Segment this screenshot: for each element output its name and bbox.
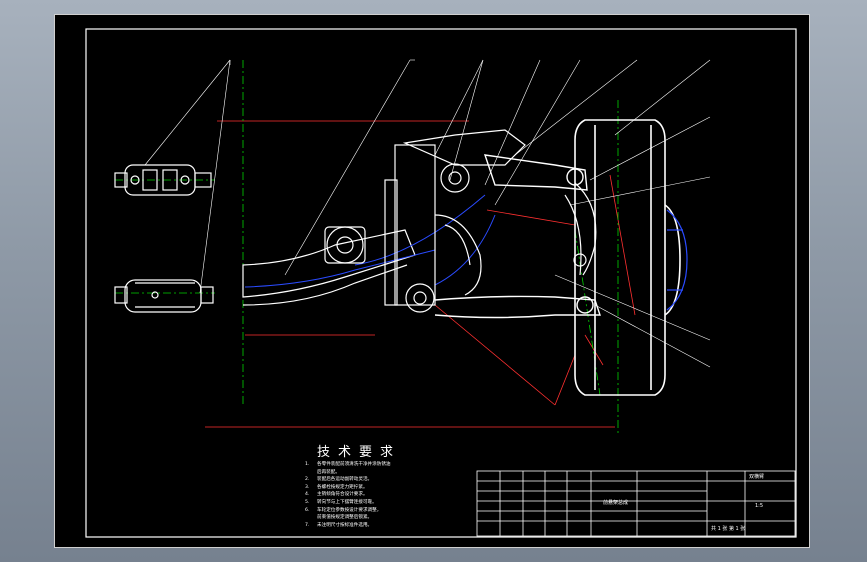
scale-value: 1:5	[755, 503, 764, 509]
drawing-title: 前悬架总成	[603, 500, 629, 506]
wheel	[574, 119, 681, 396]
frame-arm	[242, 229, 416, 306]
bracket	[324, 129, 526, 313]
hidden-lines	[244, 194, 496, 288]
wheel-hub-hidden	[666, 209, 688, 311]
cad-drawing-sheet	[85, 28, 797, 538]
drawing-border	[85, 28, 797, 538]
tr-item: 后再装配。	[317, 469, 340, 475]
tr-item: 7.未注明尺寸按标准件选用。	[305, 522, 373, 528]
centerlines	[115, 60, 619, 435]
left-part-lower	[114, 279, 214, 313]
technical-requirements-list: 1.各零件装配前须清洗干净并涂防锈油 后再装配。 2.装配后各运动副转动灵活。 …	[305, 461, 455, 529]
tr-item: 6.车轮定位参数按设计要求调整，	[305, 507, 382, 513]
control-arms	[434, 154, 601, 319]
tr-item: 3.各螺栓按规定力矩拧紧。	[305, 484, 368, 490]
tr-item: 前束值按规定调整后锁紧。	[317, 515, 373, 521]
sheet-count: 共 1 张 第 1 张	[711, 526, 746, 532]
title-block-stamp: 双横臂	[749, 474, 765, 480]
tr-item: 5.转向节与上下摆臂连接可靠。	[305, 499, 377, 505]
knuckle	[564, 182, 597, 276]
title-block	[476, 470, 796, 537]
cad-viewport[interactable]: 技术要求 1.各零件装配前须清洗干净并涂防锈油 后再装配。 2.装配后各运动副转…	[54, 14, 810, 548]
technical-requirements-title: 技术要求	[317, 445, 402, 460]
tr-item: 1.各零件装配前须清洗干净并涂防锈油	[305, 462, 391, 467]
left-part-upper	[114, 164, 212, 196]
tr-item: 4.主销倾角符合设计要求。	[305, 492, 368, 498]
leader-lines	[144, 59, 711, 368]
tr-item: 2.装配后各运动副转动灵活。	[305, 477, 373, 483]
